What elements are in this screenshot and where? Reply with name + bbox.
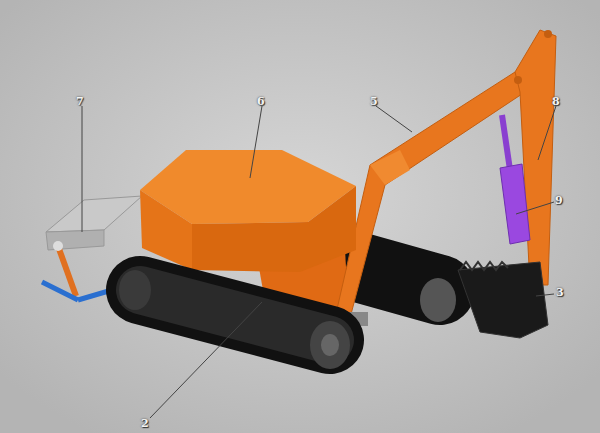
hydraulic-cylinder — [500, 164, 530, 244]
cab-front — [192, 186, 356, 272]
rear-wheel — [119, 270, 151, 310]
blade-rod — [42, 282, 78, 300]
leader-line — [536, 294, 554, 296]
leader-line — [150, 302, 262, 418]
bucket-teeth — [460, 262, 508, 270]
dozer-blade-edge — [46, 230, 104, 250]
callout-number: 2 — [141, 418, 149, 430]
wheel-hub — [321, 334, 339, 356]
callout-number: 9 — [555, 195, 563, 207]
callout-number: 7 — [76, 96, 84, 108]
callout-number: 6 — [257, 96, 265, 108]
dozer-blade — [46, 196, 142, 232]
boom-joint — [370, 150, 410, 185]
leader-line — [250, 106, 262, 178]
rear-wheel — [420, 278, 456, 322]
track-inner — [140, 290, 330, 340]
pivot — [53, 241, 63, 251]
leader-line — [538, 106, 556, 160]
leader-line — [82, 106, 83, 232]
callout-number: 8 — [552, 96, 560, 108]
front-track — [140, 290, 330, 340]
callout-number: 5 — [370, 96, 378, 108]
pivot — [514, 76, 522, 84]
blade-arm — [58, 246, 76, 296]
leader-line — [376, 106, 412, 132]
callout-number: 3 — [556, 287, 564, 299]
bucket — [458, 262, 548, 338]
leader-line — [516, 202, 554, 214]
pivot — [544, 30, 552, 38]
arm — [515, 30, 556, 285]
cylinder-rod — [502, 115, 510, 170]
front-wheel — [310, 321, 350, 369]
leader-lines — [82, 106, 556, 418]
